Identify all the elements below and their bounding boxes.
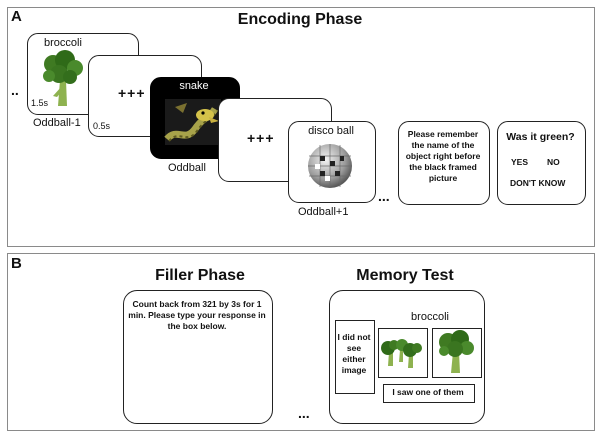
fixation-cross-1: +++ [118,85,146,101]
option-none-text: I did not see either image [337,332,371,375]
card5-word: disco ball [308,125,354,137]
answer-yes[interactable]: YES [511,157,529,167]
filler-phase-title: Filler Phase [155,267,245,284]
card1-caption: Oddball-1 [33,117,81,129]
question-title: Was it green? [506,131,575,143]
question-card [497,121,586,205]
broccoli-head-image [439,330,474,373]
card1-word: broccoli [44,37,82,49]
instruction-card [398,121,490,205]
fixation-cross-2: +++ [247,130,275,146]
option-none-box[interactable] [335,320,375,394]
option-one-box[interactable] [383,384,475,403]
encoding-phase-title: Encoding Phase [237,11,363,28]
broccoli-florets-image [381,339,422,368]
option-one-text: I saw one of them [392,387,464,397]
answer-dont-know[interactable]: DON'T KNOW [510,178,566,188]
panel-a-letter: A [11,8,22,25]
trailing-dots: ... [378,188,390,204]
memory-test-word: broccoli [411,311,449,323]
instruction-text: Please remember the name of the object r… [405,129,481,183]
card2-duration: 0.5s [93,121,111,131]
filler-card [123,290,273,424]
memory-test-title: Memory Test [356,267,454,284]
card3-caption: Oddball [168,162,206,174]
snake-image [164,99,221,145]
disco-ball-image [308,144,352,188]
card3-word: snake [179,80,209,92]
card1-duration: 1.5s [31,98,49,108]
answer-no[interactable]: NO [547,157,560,167]
panel-b-letter: B [11,255,22,272]
leading-dots: .. [11,82,19,98]
card5-caption: Oddball+1 [298,206,349,218]
panel-b [7,253,595,431]
filler-instructions: Count back from 321 by 3s for 1 min. Ple… [128,299,266,331]
broccoli-image [43,50,83,106]
filler-dots: ... [298,405,310,421]
